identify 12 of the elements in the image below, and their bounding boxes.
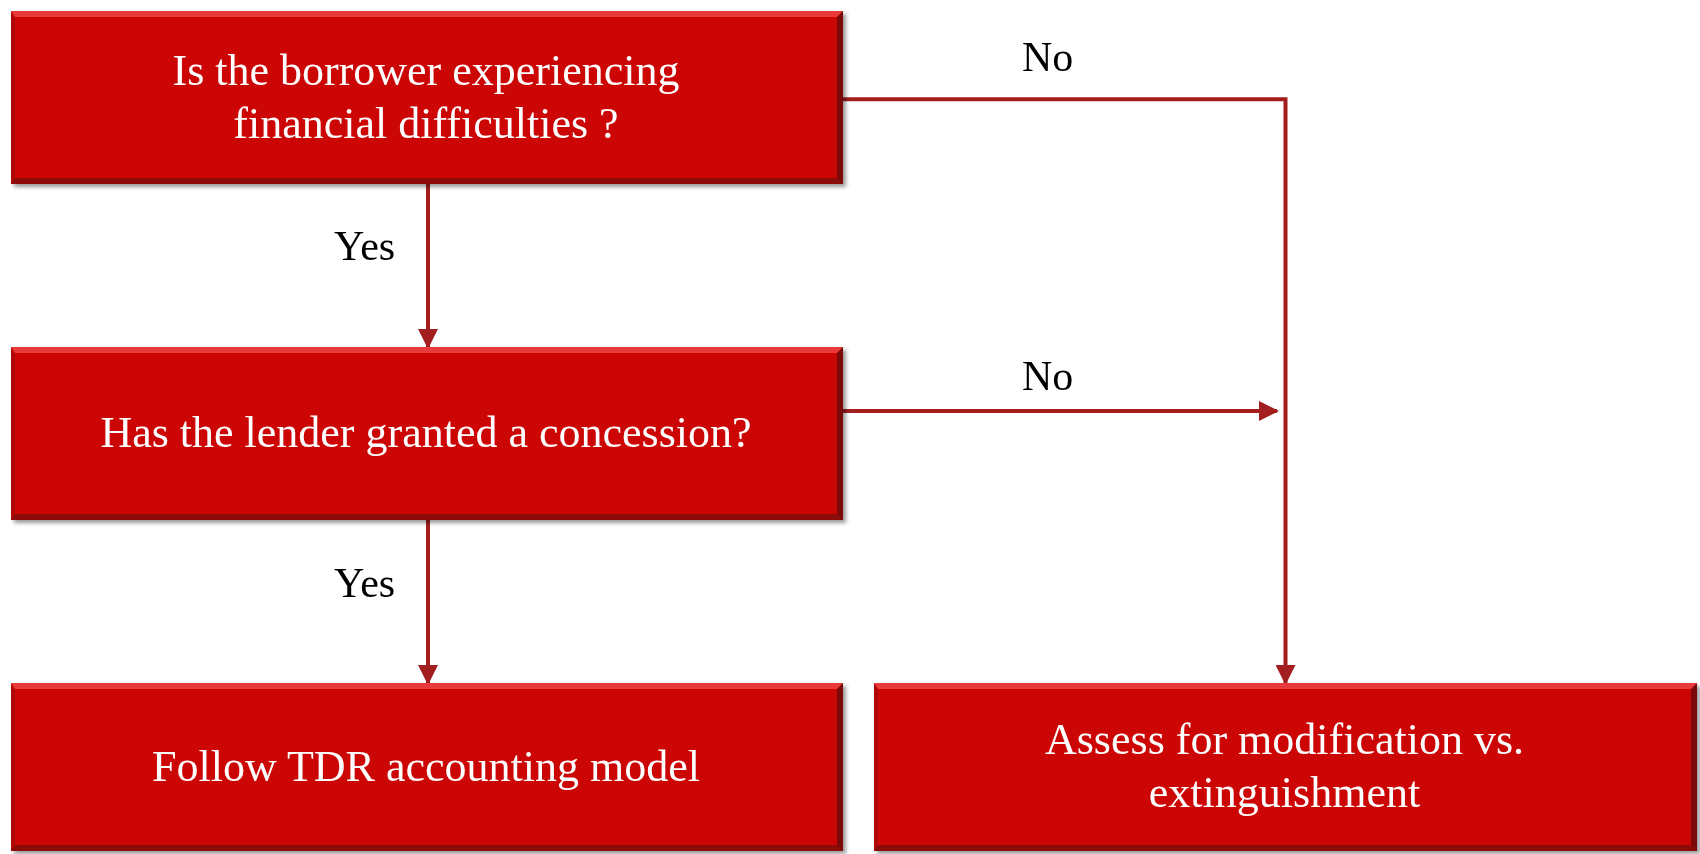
box-text: Has the lender granted a concession? (100, 407, 752, 460)
arrow (843, 401, 1279, 421)
box-text: Is the borrower experiencing financial difficulties ? (171, 44, 681, 150)
decision-box (11, 347, 843, 520)
decision-box (11, 11, 843, 184)
decision-box (874, 683, 1697, 851)
decision-box (11, 683, 843, 851)
arrow (418, 520, 438, 685)
box-text: Follow TDR accounting model (152, 740, 700, 793)
arrow (843, 97, 1296, 685)
box-text: Assess for modification vs. extinguishment (1043, 714, 1526, 819)
arrow (418, 184, 438, 349)
